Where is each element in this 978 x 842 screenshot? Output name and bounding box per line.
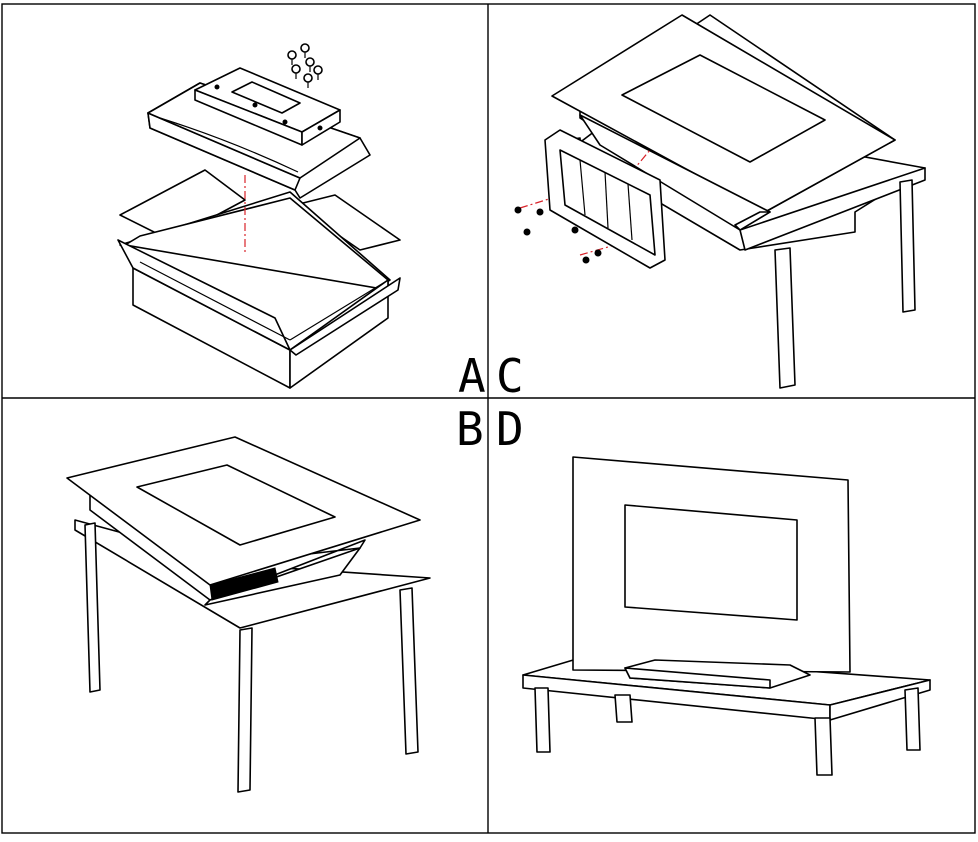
panel-b-label: B [456, 402, 484, 456]
panel-c-attach-stand: C [496, 14, 926, 403]
screws-c [514, 206, 602, 264]
panel-c-label: C [496, 349, 524, 403]
vent-grille [209, 567, 279, 601]
stand-base [147, 67, 371, 199]
panel-d-label: D [496, 402, 524, 456]
tv-upright [572, 456, 851, 673]
panel-b-tv-on-table: B [66, 402, 484, 793]
panel-d-tv-upright: D [496, 402, 931, 776]
open-box [117, 169, 401, 389]
panel-a-label: A [458, 349, 486, 403]
stand-base-d [624, 659, 811, 689]
grid-frame [1, 3, 976, 834]
panel-a-unbox-stand: A [117, 43, 486, 403]
tv-face-down-c [551, 14, 896, 231]
stand-base-c [544, 129, 666, 269]
tv-face-down-b [66, 436, 421, 606]
screw-set [287, 43, 323, 88]
